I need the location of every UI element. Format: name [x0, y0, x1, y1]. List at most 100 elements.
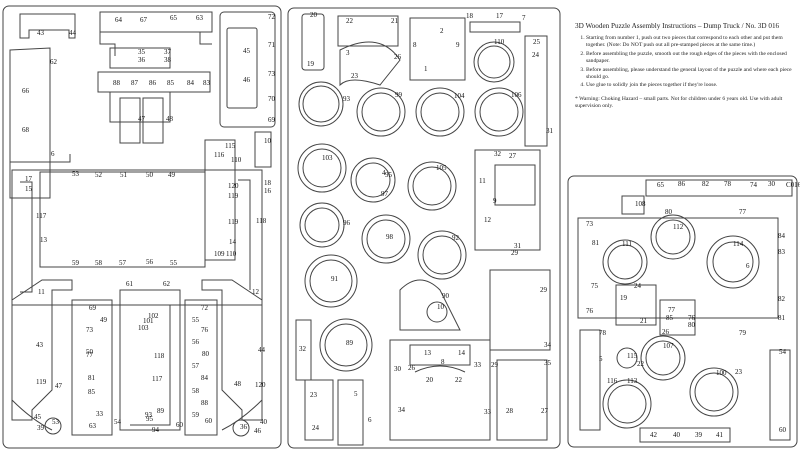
piece-number-label: 45	[243, 47, 251, 55]
piece-number-label: 51	[120, 171, 128, 179]
piece-number-label: 34	[398, 406, 406, 414]
instruction-step-4: Use glue to solidly join the pieces toge…	[586, 82, 797, 89]
piece-number-label: 59	[72, 259, 80, 267]
piece-number-label: 20	[310, 11, 318, 19]
piece-number-label: 23	[351, 72, 359, 80]
piece-number-label: 96	[343, 219, 351, 227]
piece-number-label: 88	[113, 79, 121, 87]
instruction-step-1: Starting from number 1, push out two pie…	[586, 35, 797, 50]
piece-number-label: 43	[37, 29, 45, 37]
piece-number-label: 115	[225, 142, 236, 150]
piece-number-label: 54	[779, 348, 787, 356]
piece-number-label: 45	[34, 413, 42, 421]
piece-number-label: 65	[170, 14, 178, 22]
sheet-2-border	[287, 7, 561, 449]
piece-number-label: 49	[100, 316, 108, 324]
piece-number-label: 50	[146, 171, 154, 179]
piece-number-label: 8	[413, 41, 417, 49]
piece-number-label: 23	[310, 391, 318, 399]
piece-number-label: 26	[408, 364, 416, 372]
piece-number-label: 42	[650, 431, 658, 439]
piece-number-label: 6	[368, 416, 372, 424]
piece-number-label: 105	[436, 164, 447, 172]
piece-number-label: 11	[38, 288, 45, 296]
piece-number-label: 81	[778, 314, 786, 322]
piece-number-label: 118	[154, 352, 165, 360]
piece-number-label: 86	[678, 180, 686, 188]
piece-number-label: 106	[511, 91, 522, 99]
piece-number-label: 79	[739, 329, 747, 337]
piece-number-label: 81	[592, 239, 600, 247]
piece-number-label: 82	[702, 180, 710, 188]
piece-number-label: 39	[695, 431, 703, 439]
piece-number-label: 14	[229, 238, 237, 246]
piece-number-label: 119	[228, 192, 239, 200]
piece-number-label: 29	[511, 249, 519, 257]
piece-number-label: 15	[25, 185, 33, 193]
piece-number-label: 99	[395, 91, 403, 99]
sheet-1-border	[2, 5, 282, 449]
piece-number-label: 90	[442, 292, 450, 300]
piece-number-label: 60	[205, 417, 213, 425]
piece-number-label: 21	[391, 17, 399, 25]
piece-number-label: 104	[454, 92, 465, 100]
piece-number-label: 120	[228, 182, 239, 190]
piece-number-label: 22	[346, 17, 354, 25]
piece-number-label: 4	[382, 169, 386, 177]
piece-number-label: 84	[201, 374, 209, 382]
piece-number-label: 63	[89, 422, 97, 430]
piece-number-label: 80	[665, 208, 673, 216]
piece-number-label: 92	[452, 234, 460, 242]
piece-number-label: 24	[312, 424, 320, 432]
piece-number-label: 93	[145, 411, 153, 419]
piece-number-label: 86	[149, 79, 157, 87]
piece-number-label: 69	[89, 304, 97, 312]
piece-number-label: 7	[522, 14, 526, 22]
piece-number-label: 82	[778, 295, 786, 303]
piece-number-label: 13	[424, 349, 432, 357]
piece-number-label: 80	[688, 321, 696, 329]
piece-number-label: 81	[88, 374, 96, 382]
piece-number-label: 110	[231, 156, 242, 164]
piece-number-label: 37	[164, 48, 172, 56]
piece-number-label: 89	[346, 339, 354, 347]
piece-number-label: C016	[786, 181, 800, 189]
piece-number-label: 116	[607, 377, 618, 385]
piece-number-label: 117	[36, 212, 47, 220]
piece-number-label: 103	[322, 154, 333, 162]
piece-number-label: 62	[163, 280, 171, 288]
piece-number-label: 36	[240, 423, 248, 431]
piece-number-label: 72	[201, 304, 209, 312]
piece-number-label: 26	[394, 53, 402, 61]
piece-number-label: 48	[234, 380, 242, 388]
piece-number-label: 70	[268, 95, 276, 103]
piece-number-label: 100	[716, 369, 727, 377]
piece-number-label: 14	[458, 349, 466, 357]
piece-number-label: 61	[126, 280, 134, 288]
piece-number-label: 58	[95, 259, 103, 267]
piece-number-label: 117	[152, 375, 163, 383]
piece-number-label: 10	[437, 303, 445, 311]
piece-number-label: 29	[491, 361, 499, 369]
piece-number-label: 56	[146, 258, 154, 266]
piece-number-label: 28	[506, 407, 514, 415]
piece-number-label: 71	[268, 41, 276, 49]
piece-number-label: 63	[196, 14, 204, 22]
piece-number-label: 9	[493, 197, 497, 205]
piece-number-label: 76	[201, 326, 209, 334]
piece-number-label: 107	[663, 342, 674, 350]
sheet-3-pieces	[577, 179, 793, 443]
piece-number-label: 57	[119, 259, 127, 267]
piece-number-label: 30	[768, 180, 776, 188]
piece-number-label: 54	[114, 418, 122, 426]
piece-number-label: 116	[214, 151, 225, 159]
piece-number-label: 55	[170, 259, 178, 267]
piece-number-label: 5	[354, 390, 358, 398]
piece-number-label: 41	[716, 431, 724, 439]
sheet-2-pieces	[295, 13, 551, 446]
piece-number-label: 115	[627, 352, 638, 360]
piece-number-label: 73	[586, 220, 594, 228]
piece-number-label: 95	[385, 171, 393, 179]
sheet-1-pieces	[9, 11, 276, 437]
